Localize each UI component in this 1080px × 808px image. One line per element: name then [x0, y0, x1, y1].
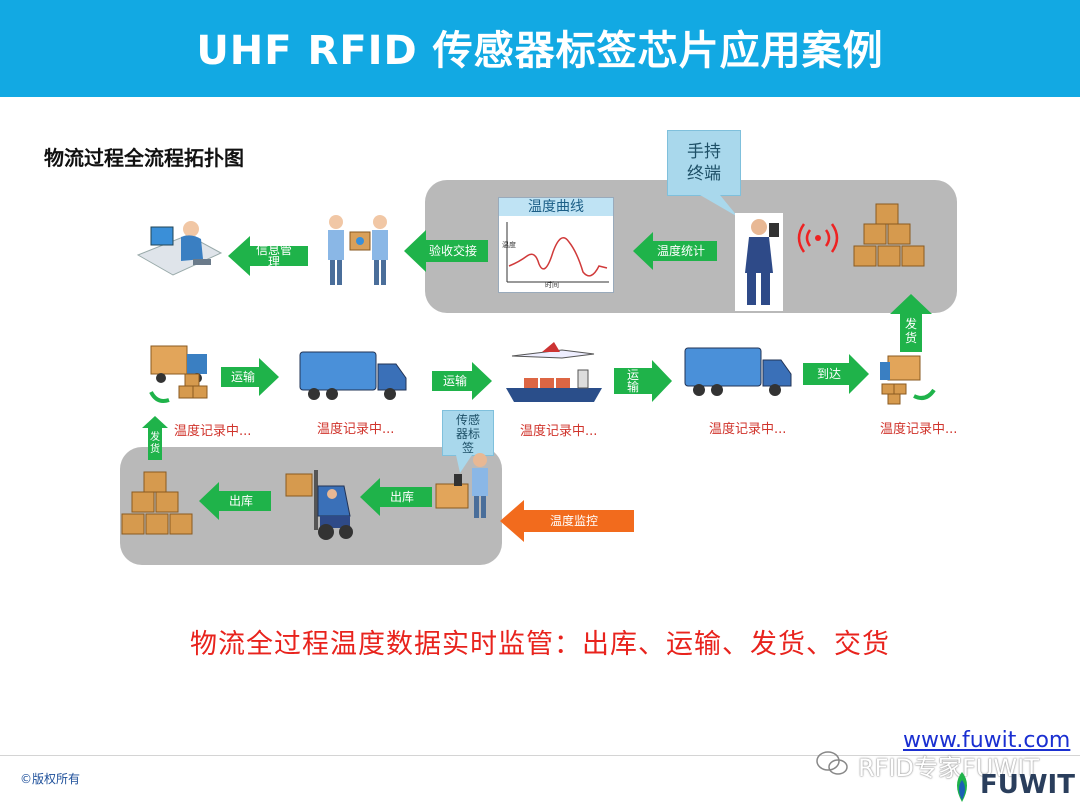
diagram-subtitle: 物流过程全流程拓扑图	[44, 146, 244, 170]
forklift-icon	[285, 470, 353, 540]
out-arrow-2: 出库	[360, 478, 432, 516]
temperature-curve-card: 温度曲线 温度 时间	[498, 197, 614, 293]
summary-message: 物流全过程温度数据实时监管：出库、运输、发货、交货	[190, 629, 890, 660]
temperature-curve-title: 温度曲线	[499, 198, 613, 216]
ship-up-label-left: 发 货	[150, 432, 160, 455]
ship-up-label-right: 发 货	[904, 317, 917, 345]
worker-handheld-icon	[735, 213, 783, 311]
sensor-callout-pointer	[456, 455, 472, 473]
temp-record-label-3: 温度记录中...	[520, 424, 598, 439]
temperature-axis-label: 温度	[502, 241, 516, 249]
temp-record-label-2: 温度记录中...	[317, 422, 395, 437]
watermark-text: RFID专家FUWIT	[858, 754, 1039, 782]
box-stack-icon	[853, 203, 925, 267]
accept-label: 验收交接	[428, 244, 477, 258]
truck-icon-1	[299, 351, 407, 400]
accept-arrow: 验收交接	[404, 230, 488, 272]
tagging-worker-icon	[435, 453, 488, 518]
transport-label-2: 运输	[442, 374, 467, 388]
plane-ship-icon	[506, 342, 602, 402]
temp-monitor-label: 温度监控	[549, 514, 598, 528]
sensor-tag-callout: 传感 器标 签	[442, 410, 494, 456]
info-mgmt-arrow: 信息管 理	[228, 236, 308, 276]
header-bar	[0, 0, 1080, 97]
out-label-2: 出库	[389, 490, 414, 504]
brand-logo-text: FUWIT	[980, 770, 1075, 800]
ship-up-arrow-left: 发 货	[142, 416, 168, 460]
temp-stats-label: 温度统计	[656, 244, 705, 258]
temp-record-label-4: 温度记录中...	[709, 422, 787, 437]
time-axis-label: 时间	[545, 281, 559, 289]
transport-label-1: 运输	[230, 370, 255, 384]
warehouse-box-stack-icon	[121, 471, 193, 535]
info-mgmt-label: 信息管 理	[255, 243, 292, 269]
arrive-label: 到达	[816, 367, 841, 381]
out-arrow-1: 出库	[199, 482, 271, 520]
fuwit-logo-icon	[957, 772, 967, 802]
copyright-text: ©版权所有	[20, 772, 81, 786]
temp-monitor-arrow: 温度监控	[500, 500, 634, 542]
temp-record-label-5: 温度记录中...	[880, 422, 958, 437]
page-title: UHF RFID 传感器标签芯片应用案例	[196, 28, 884, 74]
transport-label-3: 运 输	[626, 368, 639, 394]
temp-record-label-1: 温度记录中...	[174, 424, 252, 439]
transport-arrow-1: 运输	[221, 358, 279, 396]
website-link[interactable]: www.fuwit.com	[903, 728, 1071, 753]
wechat-icon	[816, 751, 848, 775]
handheld-terminal-callout: 手持 终端	[667, 130, 741, 196]
callout-pointer	[700, 195, 738, 217]
truck-icon-2	[684, 347, 792, 396]
arrive-arrow: 到达	[803, 354, 869, 394]
handheld-device-icon	[769, 223, 779, 237]
out-label-1: 出库	[228, 494, 253, 508]
unloading-truck-icon	[880, 355, 936, 405]
loading-truck-icon	[149, 345, 208, 403]
footer-divider	[0, 755, 1080, 756]
rf-signal-icon	[797, 223, 839, 253]
transport-arrow-3: 运 输	[614, 360, 672, 402]
ship-up-arrow-right: 发 货	[890, 294, 932, 352]
temp-stats-arrow: 温度统计	[633, 232, 717, 270]
temperature-curve-line	[508, 237, 608, 277]
office-worker-icon	[136, 221, 223, 276]
transport-arrow-2: 运输	[432, 362, 492, 400]
handover-people-icon	[328, 215, 388, 285]
temperature-curve-plot	[506, 222, 609, 283]
